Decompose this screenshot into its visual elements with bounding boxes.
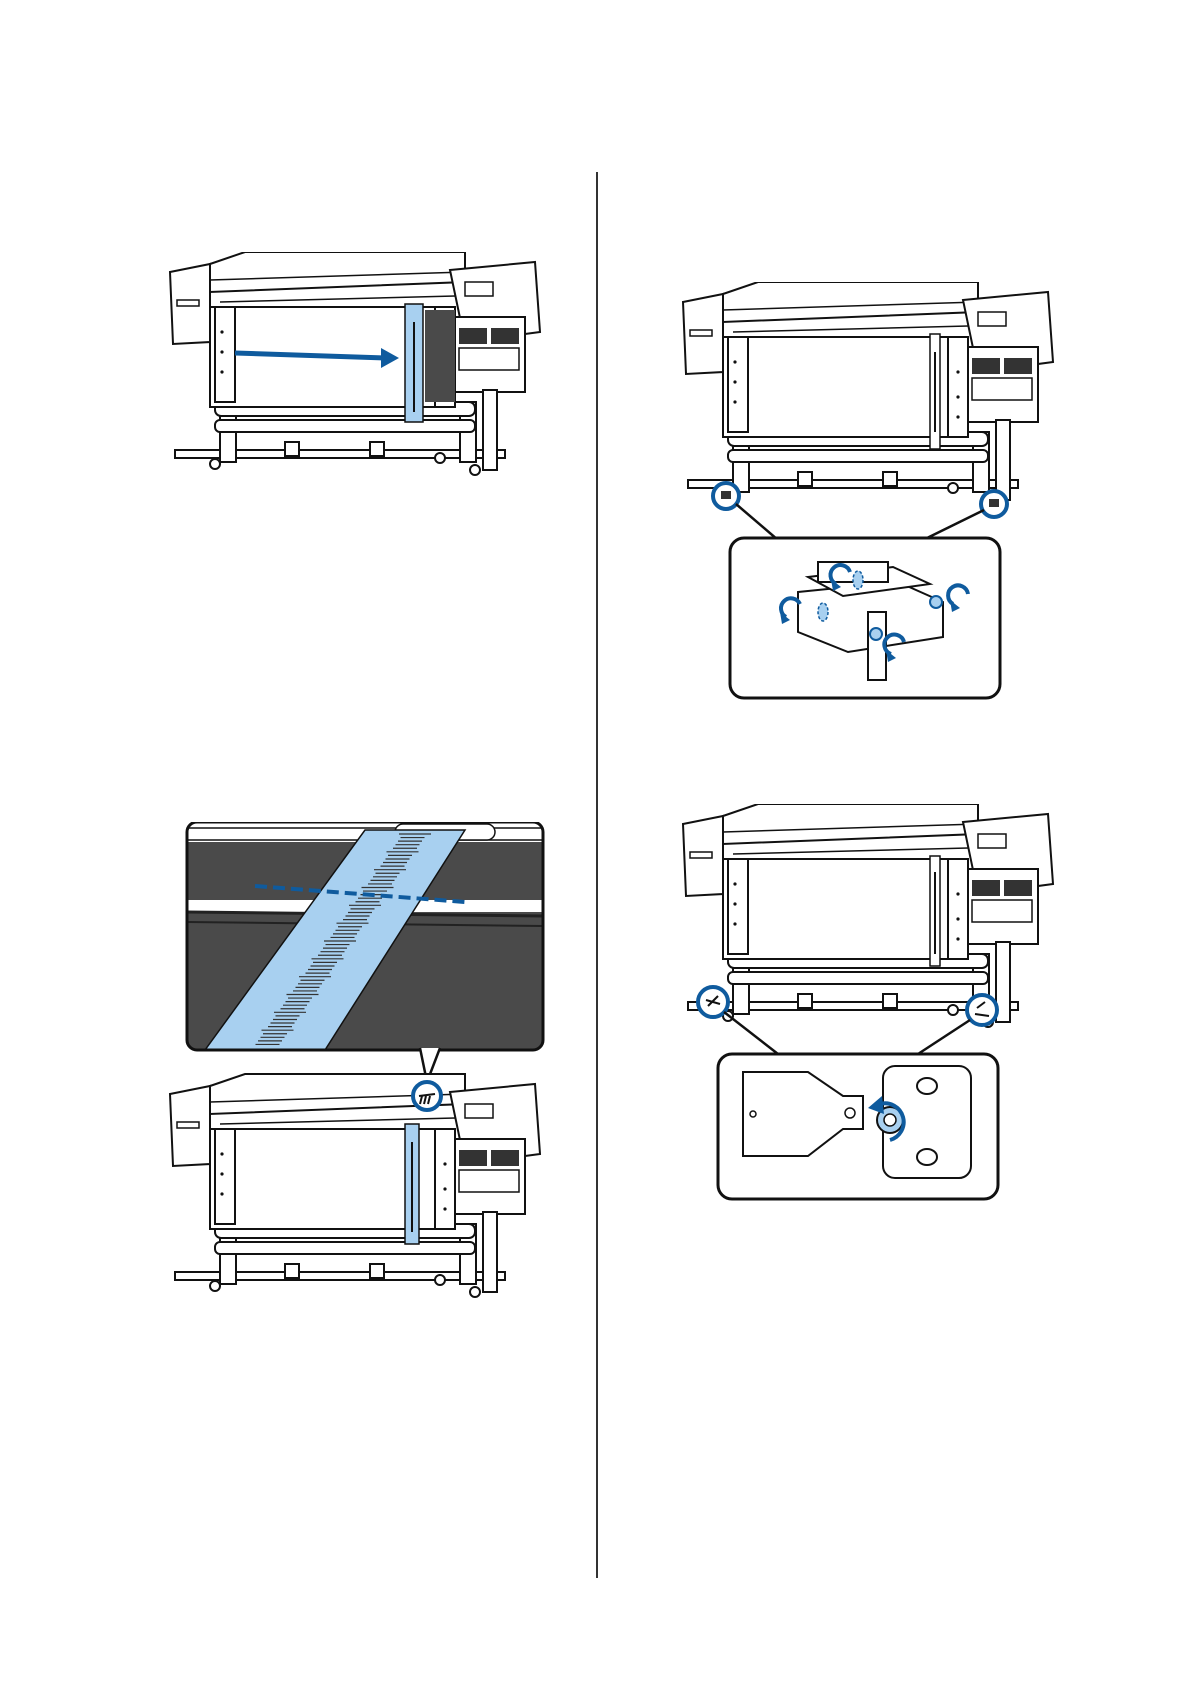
- figure-media-pull: [165, 252, 555, 492]
- figure-clamp-removal: [668, 282, 1068, 722]
- column-divider: [596, 172, 598, 1578]
- right-lock-highlight-icon: [967, 995, 997, 1025]
- figure-roll-core-lock: [668, 804, 1068, 1204]
- figure-cut-position: [165, 822, 555, 1304]
